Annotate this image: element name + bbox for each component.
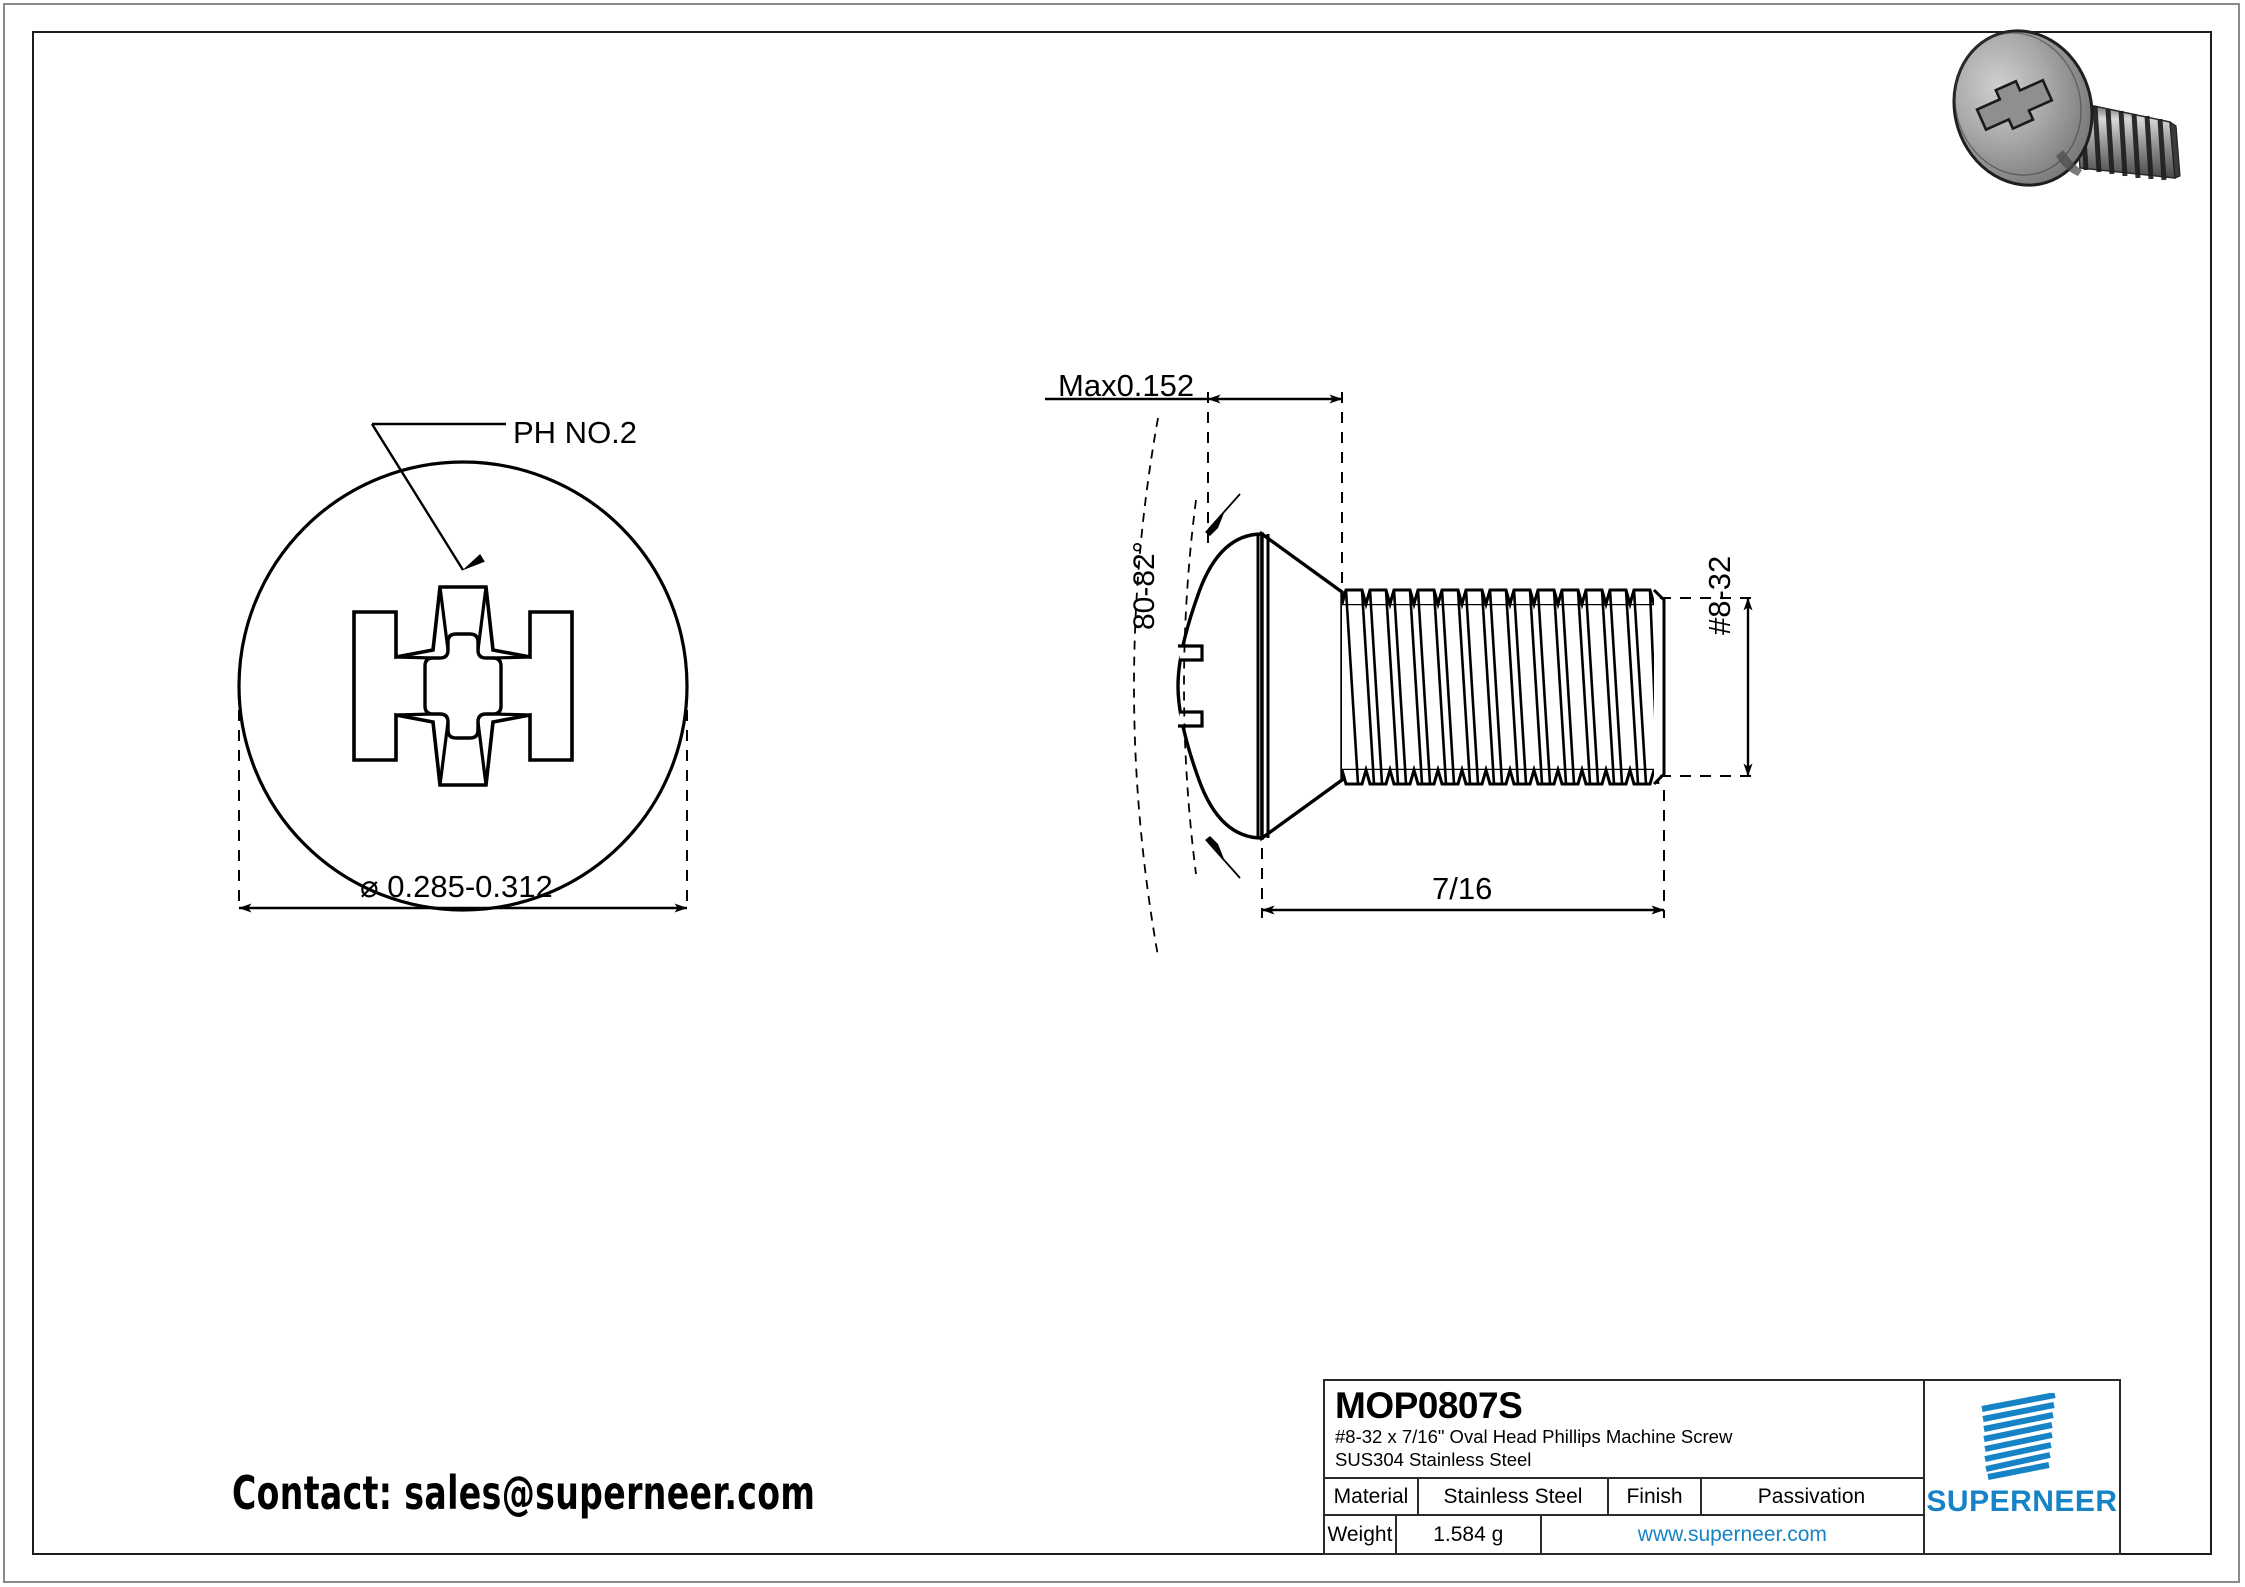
phillips-recess-core	[423, 632, 503, 740]
head-diameter-label: ⌀ 0.285-0.312	[360, 869, 553, 904]
phillips-recess-outer	[352, 585, 574, 787]
thread-crests-top	[1340, 588, 1656, 610]
recess-callout-label: PH NO.2	[513, 415, 638, 450]
part-description-line-1: #8-32 x 7/16" Oval Head Phillips Machine…	[1335, 1425, 1733, 1447]
head-angle-label: 80-82°	[1128, 541, 1161, 630]
finish-value: Passivation	[1757, 1484, 1866, 1508]
head-crown	[1176, 532, 1264, 840]
length-label: 7/16	[1432, 871, 1493, 906]
side-view	[1045, 392, 1755, 957]
weight-label: Weight	[1325, 1516, 1397, 1553]
thread-crests-bottom	[1340, 764, 1656, 786]
brand-name: SUPERNEER	[1926, 1485, 2118, 1518]
superneer-logo-icon	[1981, 1393, 2056, 1480]
shank-body	[1342, 596, 1663, 776]
material-value: Stainless Steel	[1419, 1479, 1609, 1514]
screw-3d-render	[1952, 29, 2181, 187]
part-description-area: MOP0807S #8-32 x 7/16" Oval Head Phillip…	[1325, 1381, 1923, 1479]
drawing-frame	[32, 31, 2212, 1555]
finish-label: Finish	[1609, 1479, 1702, 1514]
contact-text: Contact: sales@superneer.com	[232, 1466, 816, 1520]
front-view	[237, 422, 689, 913]
material-finish-row: Material Stainless Steel Finish Passivat…	[1325, 1479, 1923, 1516]
head-circle	[237, 460, 689, 912]
recess-notch	[1178, 644, 1204, 662]
thread-size-label: #8-32	[1702, 555, 1737, 635]
title-block: MOP0807S #8-32 x 7/16" Oval Head Phillip…	[1323, 1379, 2121, 1555]
title-block-info: MOP0807S #8-32 x 7/16" Oval Head Phillip…	[1325, 1381, 1925, 1553]
head-cone	[1260, 530, 1344, 842]
website-link[interactable]: www.superneer.com	[1637, 1522, 1827, 1546]
brand-logo-area: SUPERNEER	[1925, 1381, 2119, 1553]
weight-value: 1.584 g	[1397, 1516, 1542, 1553]
page-border	[3, 3, 2240, 1583]
part-number: MOP0807S	[1335, 1385, 1523, 1426]
part-description-line-2: SUS304 Stainless Steel	[1335, 1449, 1532, 1471]
weight-website-row: Weight 1.584 g www.superneer.com	[1325, 1516, 1923, 1553]
head-height-label: Max0.152	[1058, 368, 1195, 403]
material-label: Material	[1325, 1479, 1419, 1514]
